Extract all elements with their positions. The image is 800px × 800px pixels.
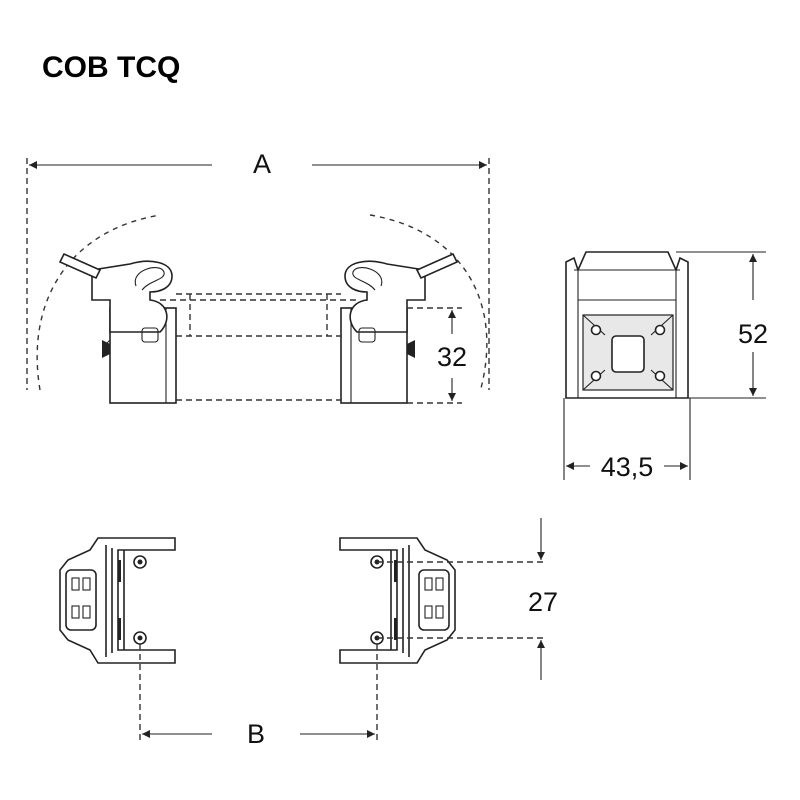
side-view: A 32 bbox=[26, 149, 490, 404]
right-locking-lever bbox=[344, 260, 426, 333]
left-lever-handle bbox=[58, 252, 102, 280]
screw-hole-tr bbox=[654, 324, 666, 336]
dim-27-label: 27 bbox=[528, 587, 558, 617]
screw-hole-bl bbox=[590, 370, 602, 382]
right-swing-arc bbox=[369, 214, 488, 393]
front-view: 52 43,5 bbox=[563, 251, 768, 482]
dim-a-label: A bbox=[253, 149, 271, 179]
cable-opening bbox=[611, 335, 645, 373]
screw-hole-tl bbox=[590, 324, 602, 336]
dim-43-5-label: 43,5 bbox=[601, 452, 654, 482]
dim-32-label: 32 bbox=[437, 342, 467, 372]
left-swing-arc bbox=[36, 214, 161, 391]
top-view: 27 B bbox=[59, 518, 558, 749]
dim-b-label: B bbox=[247, 719, 265, 749]
screw-hole-br bbox=[654, 370, 666, 382]
left-locking-lever bbox=[91, 260, 173, 333]
product-title: COB TCQ bbox=[42, 51, 180, 84]
dim-52-label: 52 bbox=[738, 319, 768, 349]
right-lever-handle bbox=[415, 252, 459, 280]
